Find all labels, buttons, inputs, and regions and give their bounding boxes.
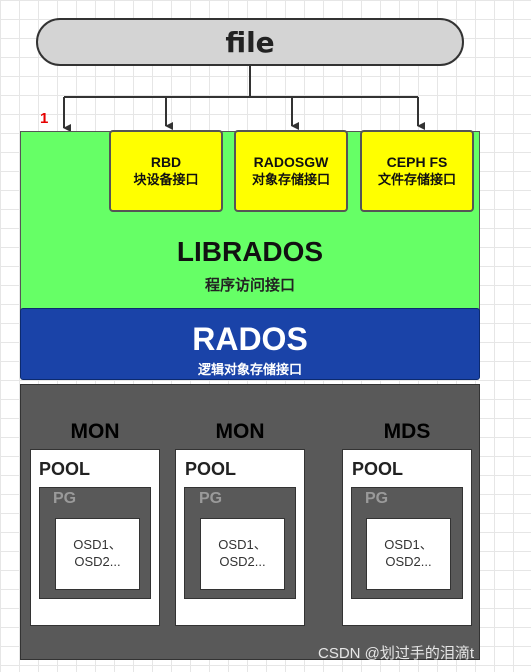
- node-type-label: MDS: [383, 420, 431, 443]
- osd-line: OSD2...: [219, 554, 266, 569]
- pool-label: POOL: [185, 459, 237, 479]
- interface-name: RADOSGW: [253, 154, 329, 171]
- osd-box: OSD1、 OSD2...: [200, 518, 285, 590]
- interface-desc: 对象存储接口: [251, 171, 330, 187]
- interface-cephfs: CEPH FS 文件存储接口: [360, 130, 474, 212]
- marker-label: 1: [40, 110, 49, 127]
- rados-title: RADOS: [192, 321, 308, 357]
- osd-line: OSD2...: [74, 554, 121, 569]
- pg-label: PG: [365, 490, 389, 507]
- interface-desc: 文件存储接口: [377, 171, 456, 187]
- osd-box: OSD1、 OSD2...: [55, 518, 140, 590]
- librados-subtitle: 程序访问接口: [204, 277, 295, 294]
- osd-line: OSD1、: [384, 537, 433, 553]
- interface-radosgw: RADOSGW 对象存储接口: [234, 130, 348, 212]
- librados-title: LIBRADOS: [176, 236, 324, 267]
- file-node: file: [36, 18, 464, 66]
- interface-name: CEPH FS: [386, 154, 448, 171]
- interface-name: RBD: [150, 154, 182, 171]
- osd-line: OSD2...: [385, 554, 432, 569]
- pg-label: PG: [199, 490, 223, 507]
- osd-box: OSD1、 OSD2...: [366, 518, 451, 590]
- rados-subtitle: 逻辑对象存储接口: [197, 362, 302, 377]
- pg-label: PG: [53, 490, 77, 507]
- interface-rbd: RBD 块设备接口: [109, 130, 223, 212]
- node-type-label: MON: [215, 420, 265, 443]
- node-type-label: MON: [70, 420, 120, 443]
- osd-line: OSD1、: [218, 537, 267, 553]
- interface-desc: 块设备接口: [133, 171, 199, 187]
- pool-label: POOL: [352, 459, 404, 479]
- osd-line: OSD1、: [73, 537, 122, 553]
- watermark: CSDN @划过手的泪滴t: [318, 645, 475, 662]
- pool-label: POOL: [39, 459, 91, 479]
- rados-block: [20, 308, 480, 380]
